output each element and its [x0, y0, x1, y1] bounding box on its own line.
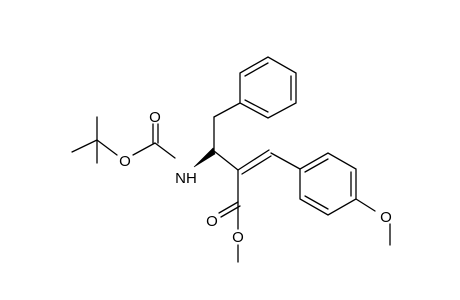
atom-label-ester-oxygen-methyl: O [232, 229, 244, 246]
bond-carbonyl-to-nitrogen [154, 142, 176, 159]
atom-label-ester-oxygen-boc: O [119, 153, 131, 170]
phenyl-inner-double-3 [244, 99, 269, 113]
phenyl-hexagon [239, 56, 297, 119]
boc-carbamate [132, 123, 176, 159]
atom-label-carbonyl-oxygen-ester: O [206, 213, 218, 230]
atom-label-carbonyl-oxygen-boc: O [149, 109, 161, 126]
methoxyphenyl-group [270, 152, 391, 246]
bond-oxygen-to-carbonyl [132, 142, 156, 156]
bond-aryl-to-methoxy-oxygen [355, 198, 376, 212]
benzyl-group [213, 56, 297, 152]
bond-ester-carbonyl-b [220, 205, 241, 218]
stereo-wedge-bond [193, 147, 216, 168]
tert-butyl-group [71, 116, 118, 164]
atom-label-nitrogen: NH [175, 170, 197, 187]
phenyl-inner-double-1 [244, 62, 269, 77]
bond-vinyl-to-aryl [270, 152, 301, 170]
bond-tbu-to-oxygen [96, 139, 118, 156]
methoxyphenyl-ring [299, 152, 357, 216]
acrylate-core [213, 149, 272, 263]
methoxyphenyl-hexagon [299, 152, 357, 216]
bond-ch2-to-phenyl [213, 102, 241, 118]
bond-stereocenter-to-alkene [213, 150, 239, 171]
bond-alkene-double-b [241, 155, 272, 175]
bond-ester-carbonyl-a [218, 201, 239, 214]
bond-tbu-methyl-left [71, 139, 98, 153]
phenyl-ring [239, 56, 297, 119]
methoxyphenyl-inner-double-3 [304, 195, 329, 210]
atom-label-methoxy-oxygen: O [380, 209, 392, 226]
methoxyphenyl-inner-double-1 [304, 158, 329, 173]
bond-alkene-double-a [237, 149, 270, 171]
